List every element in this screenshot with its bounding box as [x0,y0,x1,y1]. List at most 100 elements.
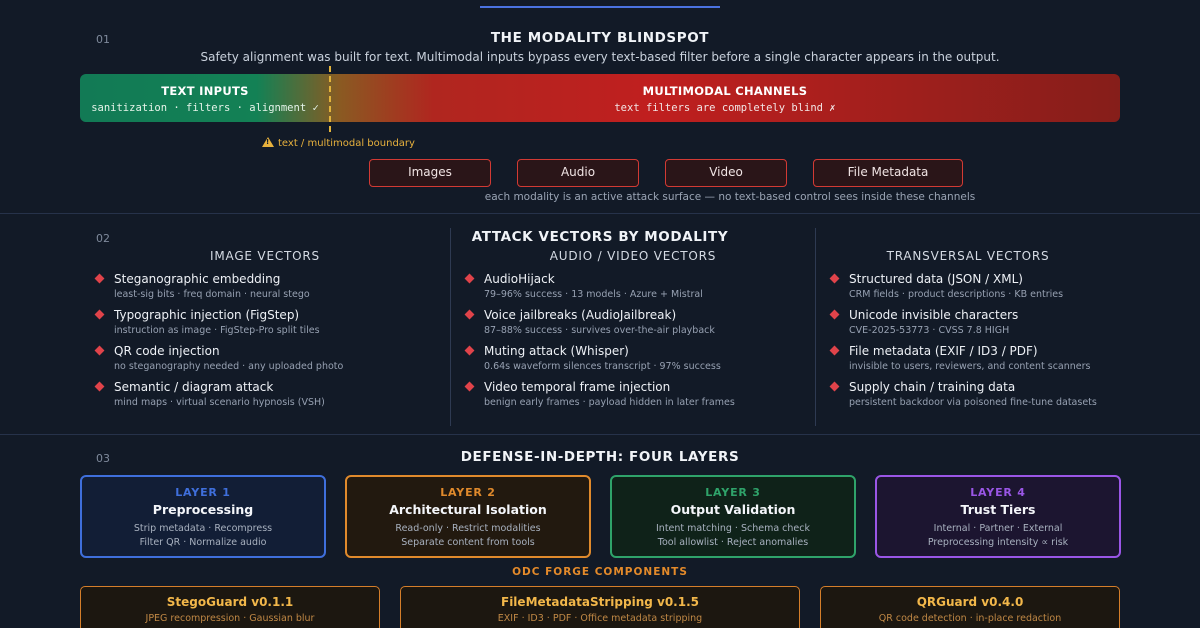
component-title: QRGuard v0.4.0 [916,595,1024,609]
vector-detail: instruction as image · FigStep-Pro split… [114,325,320,336]
vector-title: Typographic injection (FigStep) [114,308,300,322]
diamond-bullet-icon [829,381,840,392]
defense-layer-3-card: LAYER 3 Output Validation Intent matchin… [610,475,856,558]
vector-item: Typographic injection (FigStep) instructi… [94,308,436,344]
section-number-3: 03 [96,452,110,465]
component-card-stegoguard: StegoGuard v0.1.1 JPEG recompression · G… [80,586,380,628]
vector-title: File metadata (EXIF / ID3 / PDF) [849,344,1038,358]
diamond-bullet-icon [94,309,105,320]
layer-detail: Preprocessing intensity ∝ risk [927,537,1069,548]
layer-detail: Strip metadata · Recompress [133,523,273,534]
vector-item: Muting attack (Whisper) 0.64s waveform si… [464,344,806,380]
section-divider [0,213,1200,214]
vector-detail: 79–96% success · 13 models · Azure + Mis… [484,289,703,300]
text-inputs-title: TEXT INPUTS [161,84,249,98]
transversal-vectors-list: Structured data (JSON / XML) CRM fields ·… [829,272,1171,416]
diamond-bullet-icon [464,381,475,392]
component-card-qrguard: QRGuard v0.4.0 QR code detection · in-pl… [820,586,1120,628]
layer-detail: Internal · Partner · External [933,523,1063,534]
layer-title: Architectural Isolation [389,502,547,517]
section-title-modality-blindspot: THE MODALITY BLINDSPOT [490,30,710,46]
multimodal-subtitle: text filters are completely blind ✗ [614,102,836,114]
modality-caption: each modality is an active attack surfac… [484,191,976,203]
modality-video: Video [665,159,787,187]
component-title: FileMetadataStripping v0.1.5 [501,595,699,609]
audio-video-vectors-list: AudioHijack 79–96% success · 13 models · … [464,272,806,416]
section-number-1: 01 [96,33,110,46]
image-vectors-list: Steganographic embedding least-sig bits ·… [94,272,436,416]
vector-item: AudioHijack 79–96% success · 13 models · … [464,272,806,308]
vector-detail: mind maps · virtual scenario hypnosis (V… [114,397,325,408]
diamond-bullet-icon [829,309,840,320]
vector-detail: least-sig bits · freq domain · neural st… [114,289,310,300]
vector-detail: 87–88% success · survives over-the-air p… [484,325,715,336]
column-heading-image-vectors: IMAGE VECTORS [210,249,320,263]
section-number-2: 02 [96,232,110,245]
forge-components-label: ODC FORGE COMPONENTS [512,566,688,578]
vector-title: Video temporal frame injection [484,380,671,394]
vector-detail: 0.64s waveform silences transcript · 97%… [484,361,721,372]
vector-detail: CVE-2025-53773 · CVSS 7.8 HIGH [849,325,1010,336]
modality-audio: Audio [517,159,639,187]
vector-title: Steganographic embedding [114,272,281,286]
vector-detail: CRM fields · product descriptions · KB e… [849,289,1064,300]
modality-images: Images [369,159,491,187]
vector-detail: benign early frames · payload hidden in … [484,397,735,408]
vector-item: Voice jailbreaks (AudioJailbreak) 87–88% … [464,308,806,344]
vector-title: Semantic / diagram attack [114,380,274,394]
vector-title: AudioHijack [484,272,555,286]
section-intro: Safety alignment was built for text. Mul… [200,50,1000,64]
diamond-bullet-icon [94,273,105,284]
layer-detail: Filter QR · Normalize audio [139,537,267,548]
vector-detail: no steganography needed · any uploaded p… [114,361,344,372]
vector-detail: invisible to users, reviewers, and conte… [849,361,1091,372]
section-title-defense-in-depth: DEFENSE-IN-DEPTH: FOUR LAYERS [460,449,740,465]
column-heading-audio-video-vectors: AUDIO / VIDEO VECTORS [549,249,717,263]
text-inputs-subtitle: sanitization · filters · alignment ✓ [91,102,319,114]
component-description: JPEG recompression · Gaussian blur [145,613,315,624]
layer-title: Trust Tiers [960,502,1036,517]
layer-number: LAYER 3 [705,486,761,499]
vector-item: Structured data (JSON / XML) CRM fields ·… [829,272,1171,308]
component-title: StegoGuard v0.1.1 [166,595,294,609]
vector-item: Steganographic embedding least-sig bits ·… [94,272,436,308]
text-multimodal-spectrum-bar: TEXT INPUTS sanitization · filters · ali… [80,74,1120,122]
diamond-bullet-icon [464,309,475,320]
diamond-bullet-icon [829,345,840,356]
column-separator [450,228,451,426]
multimodal-title: MULTIMODAL CHANNELS [642,84,808,98]
layer-title: Output Validation [670,502,796,517]
vector-title: Voice jailbreaks (AudioJailbreak) [484,308,677,322]
top-accent-bar [480,6,720,8]
defense-layer-1-card: LAYER 1 Preprocessing Strip metadata · R… [80,475,326,558]
defense-layer-4-card: LAYER 4 Trust Tiers Internal · Partner ·… [875,475,1121,558]
layer-detail: Separate content from tools [401,537,535,548]
boundary-label-text: text / multimodal boundary [278,138,415,149]
text-inputs-segment: TEXT INPUTS sanitization · filters · ali… [80,84,330,114]
vector-title: Muting attack (Whisper) [484,344,629,358]
component-description: QR code detection · in-place redaction [878,613,1062,624]
warning-icon [262,137,274,147]
section-title-attack-vectors: ATTACK VECTORS BY MODALITY [471,229,729,245]
diamond-bullet-icon [464,345,475,356]
component-description: EXIF · ID3 · PDF · Office metadata strip… [497,613,703,624]
multimodal-segment: MULTIMODAL CHANNELS text filters are com… [330,84,1120,114]
vector-title: Unicode invisible characters [849,308,1019,322]
layer-number: LAYER 2 [440,486,496,499]
layer-number: LAYER 1 [175,486,231,499]
modality-file-metadata: File Metadata [813,159,963,187]
boundary-dashed-line [329,66,331,132]
column-separator [815,228,816,426]
diamond-bullet-icon [829,273,840,284]
layer-title: Preprocessing [152,502,254,517]
diamond-bullet-icon [464,273,475,284]
vector-item: Semantic / diagram attack mind maps · vir… [94,380,436,416]
layer-detail: Read-only · Restrict modalities [395,523,541,534]
diamond-bullet-icon [94,381,105,392]
vector-title: Supply chain / training data [849,380,1016,394]
defense-layer-2-card: LAYER 2 Architectural Isolation Read-onl… [345,475,591,558]
vector-title: Structured data (JSON / XML) [849,272,1023,286]
